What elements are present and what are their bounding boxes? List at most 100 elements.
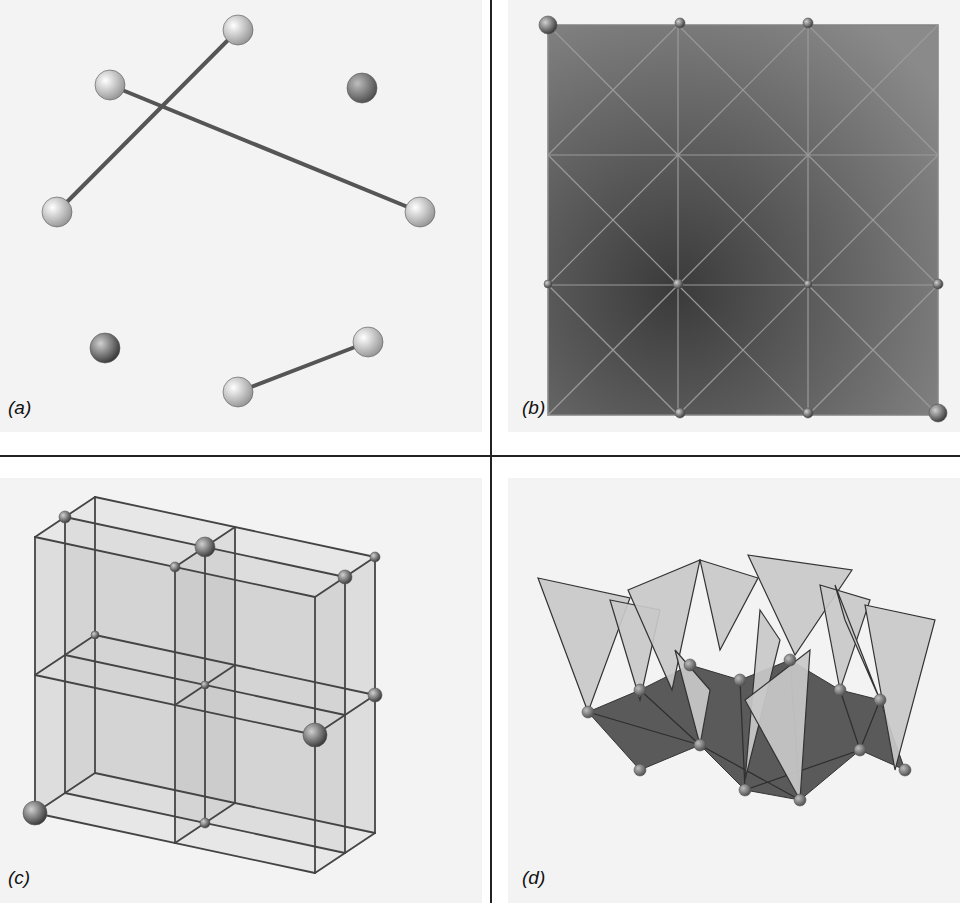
- grid-line: [678, 155, 808, 285]
- atom-sphere: [675, 18, 685, 28]
- grid-line: [548, 414, 938, 415]
- grid-line: [548, 284, 938, 285]
- lattice-edge: [95, 773, 375, 833]
- grid-line: [808, 25, 938, 155]
- atom-sphere: [170, 562, 180, 572]
- panel-label: (c): [8, 868, 30, 889]
- atom-sphere: [90, 333, 120, 363]
- grid-line: [678, 155, 808, 285]
- grid-line: [808, 155, 938, 285]
- panel-a-figure: [42, 15, 435, 407]
- panel-ground: [508, 478, 960, 903]
- atom-sphere: [223, 377, 253, 407]
- panel-d-figure: [538, 555, 935, 806]
- atom-sphere: [370, 552, 380, 562]
- atom-sphere: [338, 570, 352, 584]
- grid-line: [548, 155, 678, 285]
- atom-sphere: [59, 511, 71, 523]
- panel-label: (d): [522, 868, 545, 889]
- atom-sphere: [582, 706, 594, 718]
- atom-sphere: [42, 197, 72, 227]
- lattice-edge: [174, 567, 176, 843]
- grid-line: [937, 25, 938, 415]
- grid-line: [548, 285, 678, 415]
- grid-line: [677, 25, 678, 415]
- atom-sphere: [929, 404, 947, 422]
- grid-line: [548, 154, 938, 155]
- tetrahedron-face: [628, 560, 700, 690]
- base-edge: [840, 690, 860, 750]
- atom-sphere: [694, 739, 706, 751]
- atom-sphere: [794, 794, 806, 806]
- atom-sphere: [303, 723, 327, 747]
- atom-sphere: [544, 280, 552, 288]
- tetrahedron-face: [538, 578, 630, 712]
- panel-label: (a): [8, 398, 31, 419]
- bond-line: [57, 30, 238, 212]
- tetrahedron-face: [745, 650, 810, 800]
- atom-sphere: [874, 694, 886, 706]
- grid-line: [808, 25, 938, 155]
- atom-sphere: [405, 197, 435, 227]
- atom-sphere: [634, 764, 646, 776]
- panel-ground: [508, 0, 960, 432]
- grid-line: [808, 285, 938, 415]
- panel-b-figure: [539, 16, 947, 422]
- lattice-edge: [35, 813, 315, 873]
- lattice-edge: [315, 833, 375, 873]
- base-edge: [740, 680, 745, 790]
- grid-line: [678, 285, 808, 415]
- atom-sphere: [223, 15, 253, 45]
- lattice-edge: [65, 793, 345, 853]
- atom-sphere: [834, 684, 846, 696]
- tetrahedron-face: [835, 585, 880, 700]
- atom-sphere: [899, 764, 911, 776]
- tetrahedron-face: [820, 585, 870, 690]
- base-edge: [588, 712, 700, 745]
- bond-line: [110, 85, 420, 212]
- cell-face: [315, 557, 375, 873]
- grid-line: [808, 155, 938, 285]
- atom-sphere: [739, 784, 751, 796]
- grid-line: [807, 25, 808, 415]
- atom-sphere: [634, 684, 646, 696]
- lattice-edge: [175, 665, 235, 705]
- atom-sphere: [734, 674, 746, 686]
- atom-sphere: [675, 408, 685, 418]
- atom-sphere: [201, 681, 209, 689]
- panel-ground: [0, 0, 482, 432]
- divider-line: [0, 455, 960, 457]
- atom-sphere: [803, 408, 813, 418]
- lattice-edge: [175, 803, 235, 843]
- grid-line: [548, 285, 678, 415]
- grid-line: [678, 25, 808, 155]
- bond-line: [238, 342, 368, 392]
- panel-label: (b): [522, 398, 545, 419]
- grid-line: [808, 285, 938, 415]
- atom-sphere: [353, 327, 383, 357]
- atom-sphere: [347, 73, 377, 103]
- grid-line: [548, 24, 938, 25]
- grid-line: [548, 155, 678, 285]
- grid-line: [548, 25, 678, 155]
- grid-line: [547, 25, 548, 415]
- atom-sphere: [804, 280, 812, 288]
- divider-line: [490, 0, 492, 903]
- base-edge: [860, 700, 880, 750]
- grid-line: [548, 25, 678, 155]
- atom-sphere: [95, 70, 125, 100]
- tetrahedron-face: [700, 560, 758, 650]
- atom-sphere: [673, 279, 683, 289]
- atom-sphere: [684, 659, 696, 671]
- panel-c-figure: [23, 497, 382, 873]
- atom-sphere: [368, 688, 382, 702]
- atom-sphere: [91, 631, 99, 639]
- grid-line: [678, 25, 808, 155]
- atom-sphere: [200, 818, 210, 828]
- grid-line: [678, 285, 808, 415]
- atom-sphere: [539, 16, 557, 34]
